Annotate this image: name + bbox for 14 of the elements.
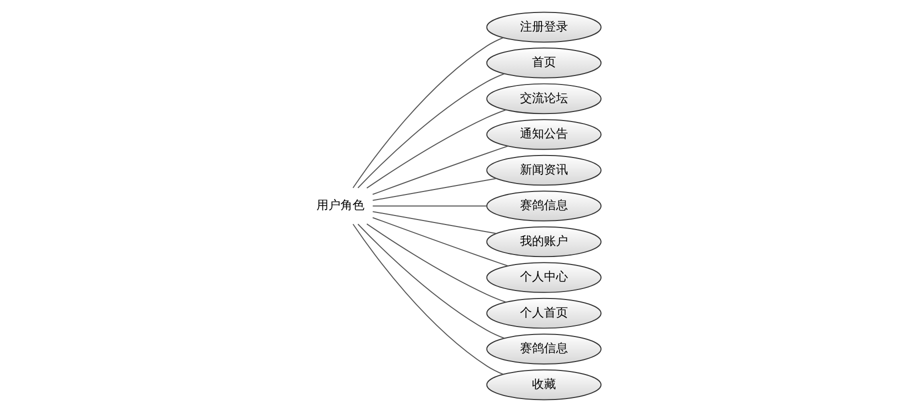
node-ellipse: 赛鸽信息 (486, 334, 602, 364)
node-ellipse: 收藏 (486, 369, 602, 400)
node-text: 用户角色 (316, 198, 364, 212)
node-ellipse: 交流论坛 (486, 83, 602, 114)
node-ellipse: 赛鸽信息 (486, 190, 602, 222)
node-ellipse: 个人中心 (486, 262, 602, 293)
node-ellipse: 个人首页 (486, 298, 602, 329)
connector (372, 211, 497, 234)
node-ellipse: 通知公告 (486, 119, 602, 150)
connector (372, 178, 497, 201)
node-ellipse: 注册登录 (486, 12, 602, 43)
node-ellipse: 首页 (486, 48, 602, 78)
node-ellipse: 新闻资讯 (486, 154, 602, 186)
node-ellipse: 我的账户 (486, 226, 602, 258)
